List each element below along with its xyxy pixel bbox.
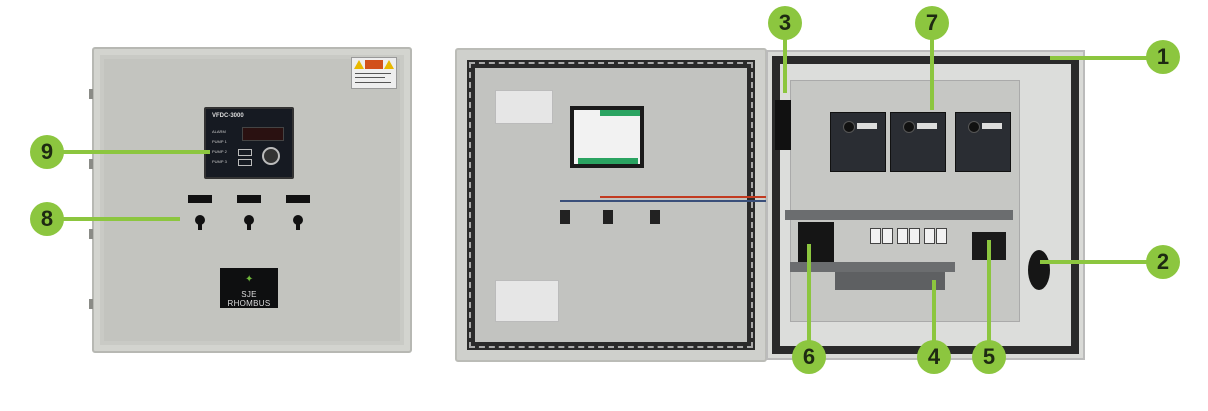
circuit-breaker [936, 228, 947, 244]
leader-line-9 [62, 150, 210, 154]
hinge [89, 299, 93, 309]
circuit-breaker [909, 228, 920, 244]
selector-switch-icon [293, 215, 303, 230]
danger-banner [365, 60, 383, 69]
vfd-drive [955, 112, 1011, 172]
selector-label [237, 195, 261, 203]
hmi-button [238, 159, 252, 166]
circuit-breaker [882, 228, 893, 244]
leader-line-8 [62, 217, 180, 221]
wire-duct [785, 210, 1013, 220]
vfd-dial-icon [968, 121, 980, 133]
callout-9: 9 [30, 135, 64, 169]
selector-switch-icon [244, 215, 254, 230]
callout-2: 2 [1146, 245, 1180, 279]
hmi-label-pump1: PUMP 1 [212, 139, 227, 144]
circuit-breaker [870, 228, 881, 244]
circuit-breaker [897, 228, 908, 244]
callout-7: 7 [915, 6, 949, 40]
logo-mark-icon: ✦ [245, 274, 254, 285]
selector-label [286, 195, 310, 203]
wire-harness [560, 200, 770, 202]
hmi-model: VFDC-3000 [212, 113, 244, 119]
door-info-plate [495, 90, 553, 124]
leader-line-6 [807, 244, 811, 344]
wire-harness [600, 196, 770, 198]
power-supply [775, 100, 791, 150]
selector-label [188, 195, 212, 203]
hmi-button [238, 149, 252, 156]
terminal-strip [600, 110, 640, 116]
closed-enclosure: VFDC-3000 ALARM PUMP 1 PUMP 2 PUMP 3 ✦ S… [89, 47, 412, 353]
hinge [89, 159, 93, 169]
callout-8: 8 [30, 202, 64, 236]
brand-logo: ✦ SJE RHOMBUS [220, 268, 278, 308]
hmi-knob-icon [262, 147, 280, 165]
hmi-display [242, 127, 284, 141]
pump-controller-module [570, 106, 644, 168]
terminal-strip [578, 158, 638, 164]
vfd-dial-icon [843, 121, 855, 133]
selector-switch-icon [195, 215, 205, 230]
vfd-drive [890, 112, 946, 172]
controller-hmi: VFDC-3000 ALARM PUMP 1 PUMP 2 PUMP 3 [204, 107, 294, 179]
warning-triangle-icon [354, 60, 364, 69]
door-relay [560, 210, 570, 224]
terminal-blocks [835, 272, 945, 290]
callout-6: 6 [792, 340, 826, 374]
leader-line-2 [1040, 260, 1162, 264]
callout-1: 1 [1146, 40, 1180, 74]
hinge [89, 89, 93, 99]
warning-label [351, 57, 397, 89]
warning-triangle-icon [384, 60, 394, 69]
leader-line-3 [783, 38, 787, 93]
hmi-label-pump3: PUMP 3 [212, 159, 227, 164]
vfd-drive [830, 112, 886, 172]
leader-line-5 [987, 240, 991, 344]
leader-line-1 [1050, 56, 1162, 60]
control-transformer [798, 222, 834, 262]
hmi-label-alarm: ALARM [212, 129, 226, 134]
callout-4: 4 [917, 340, 951, 374]
door-schematic-plate [495, 280, 559, 322]
wire-duct [790, 262, 955, 272]
circuit-breaker [924, 228, 935, 244]
leader-line-4 [932, 280, 936, 344]
brand-name: SJE RHOMBUS [227, 290, 271, 308]
callout-5: 5 [972, 340, 1006, 374]
door-relay [650, 210, 660, 224]
hmi-label-pump2: PUMP 2 [212, 149, 227, 154]
cooling-fan [1028, 250, 1050, 290]
hinge [89, 229, 93, 239]
vfd-dial-icon [903, 121, 915, 133]
callout-3: 3 [768, 6, 802, 40]
door-relay [603, 210, 613, 224]
leader-line-7 [930, 38, 934, 110]
